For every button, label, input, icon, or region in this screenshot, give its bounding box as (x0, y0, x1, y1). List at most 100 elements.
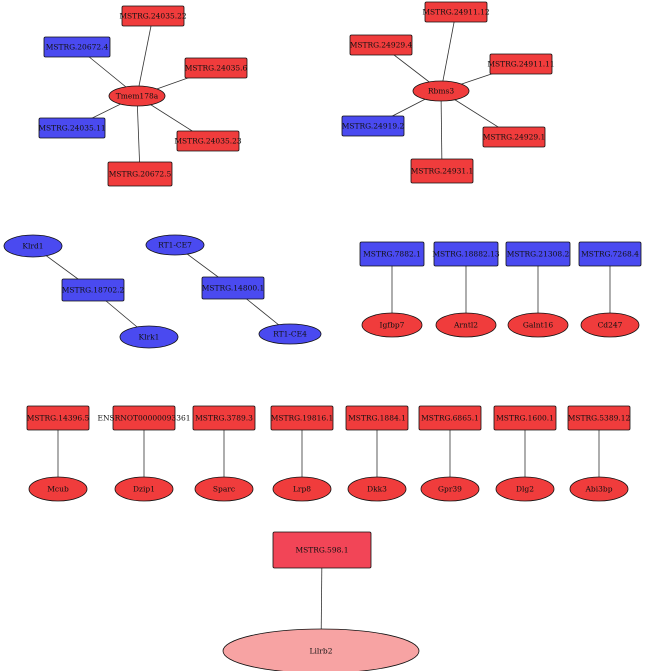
node-rect (38, 117, 106, 139)
gene-node[interactable]: Dzip1 (114, 476, 174, 502)
node-rect (424, 1, 488, 23)
node-label: MSTRG.5389.12 (568, 414, 631, 423)
lncrna-node[interactable]: MSTRG.20672.4 (43, 36, 111, 58)
gene-node[interactable]: Arntl2 (435, 312, 497, 338)
lncrna-node[interactable]: MSTRG.1600.1 (493, 405, 557, 431)
lncrna-node[interactable]: MSTRG.21308.2 (505, 241, 571, 267)
node-label: Rbms3 (428, 87, 454, 96)
node-label: Cd247 (598, 321, 623, 330)
gene-node[interactable]: Lilrb2 (222, 628, 420, 671)
node-label: MSTRG.1600.1 (496, 414, 554, 423)
node-rect (184, 57, 248, 79)
node-label: MSTRG.7882.1 (363, 250, 421, 259)
edge-n4-n1 (136, 15, 154, 97)
node-label: MSTRG.24035.22 (119, 12, 187, 21)
node-ellipse (495, 476, 555, 502)
gene-node[interactable]: Mcub (28, 476, 88, 502)
gene-node[interactable]: Galnt16 (507, 312, 569, 338)
node-rect (272, 531, 372, 569)
node-rect (493, 405, 557, 431)
node-label: Klrk1 (139, 333, 160, 342)
node-label: MSTRG.24929.1 (483, 133, 546, 142)
lncrna-node[interactable]: MSTRG.598.1 (272, 531, 372, 569)
node-label: MSTRG.24035.23 (174, 137, 242, 146)
node-label: MSTRG.24919.2 (342, 122, 405, 131)
gene-node[interactable]: Gpr39 (420, 476, 480, 502)
node-ellipse (569, 476, 629, 502)
node-ellipse (28, 476, 88, 502)
lncrna-node[interactable]: MSTRG.1884.1 (345, 405, 409, 431)
node-rect (61, 278, 125, 302)
lncrna-node[interactable]: MSTRG.7882.1 (359, 241, 425, 267)
edge-n11-n8 (440, 11, 457, 92)
lncrna-node[interactable]: MSTRG.24929.4 (349, 34, 413, 56)
node-rect (192, 405, 256, 431)
node-label: MSTRG.1884.1 (348, 414, 406, 423)
node-label: MSTRG.24911.11 (487, 60, 554, 69)
node-label: ENSRNOT00000093361 (97, 414, 190, 423)
node-label: MSTRG.21308.2 (507, 250, 570, 259)
lncrna-node[interactable]: MSTRG.24919.2 (341, 115, 405, 137)
lncrna-node[interactable]: MSTRG.24931.1 (410, 158, 474, 184)
node-label: MSTRG.598.1 (295, 546, 348, 555)
node-label: Dzip1 (133, 485, 155, 494)
node-label: RT1-CE7 (158, 241, 192, 250)
node-label: Mcub (47, 485, 69, 494)
gene-node[interactable]: Igfbp7 (361, 312, 423, 338)
node-rect (341, 115, 405, 137)
node-rect (345, 405, 409, 431)
node-ellipse (580, 312, 640, 338)
lncrna-node[interactable]: ENSRNOT00000093361 (97, 405, 191, 431)
node-rect (418, 405, 482, 431)
lncrna-node[interactable]: MSTRG.18702.2 (61, 278, 125, 302)
gene-node[interactable]: Cd247 (580, 312, 640, 338)
lncrna-node[interactable]: MSTRG.6865.1 (418, 405, 482, 431)
node-rect (410, 158, 474, 184)
gene-node[interactable]: Sparc (194, 476, 254, 502)
node-label: Tmem178a (116, 92, 159, 101)
gene-node[interactable]: Dkk3 (347, 476, 407, 502)
node-rect (482, 126, 546, 148)
lncrna-node[interactable]: MSTRG.7268.4 (578, 241, 642, 267)
lncrna-node[interactable]: MSTRG.24035.6 (184, 57, 248, 79)
lncrna-node[interactable]: MSTRG.24035.11 (38, 117, 106, 139)
gene-node[interactable]: RT1-CE7 (145, 234, 205, 256)
node-rect (43, 36, 111, 58)
lncrna-node[interactable]: MSTRG.20672.5 (107, 161, 173, 187)
node-label: Galnt16 (523, 321, 553, 330)
node-label: MSTRG.19816.1 (271, 414, 334, 423)
gene-node[interactable]: RT1-CE4 (258, 323, 322, 345)
gene-node[interactable]: Lrp8 (272, 476, 332, 502)
lncrna-node[interactable]: MSTRG.14396.5 (26, 405, 90, 431)
lncrna-node[interactable]: MSTRG.24035.23 (174, 130, 242, 152)
lncrna-node[interactable]: MSTRG.5389.12 (567, 405, 631, 431)
node-rect (505, 241, 571, 267)
node-label: MSTRG.7268.4 (581, 250, 639, 259)
gene-node[interactable]: Klrk1 (119, 325, 179, 349)
lncrna-node[interactable]: MSTRG.24035.22 (119, 5, 187, 27)
node-ellipse (412, 80, 470, 102)
node-label: Dkk3 (367, 485, 387, 494)
lncrna-node[interactable]: MSTRG.14800.1 (201, 276, 265, 300)
lncrna-node[interactable]: MSTRG.24929.1 (482, 126, 546, 148)
edge-n4-n7 (136, 95, 141, 175)
lncrna-node[interactable]: MSTRG.24911.11 (487, 53, 555, 75)
lncrna-node[interactable]: MSTRG.19816.1 (270, 405, 334, 431)
gene-node[interactable]: Rbms3 (412, 80, 470, 102)
node-label: MSTRG.6865.1 (421, 414, 479, 423)
node-rect (349, 34, 413, 56)
gene-node[interactable]: Klrd1 (3, 234, 63, 258)
lncrna-node[interactable]: MSTRG.18882.13 (432, 241, 500, 267)
lncrna-node[interactable]: MSTRG.24911.12 (422, 1, 490, 23)
node-ellipse (3, 234, 63, 258)
gene-node[interactable]: Tmem178a (108, 85, 166, 107)
node-label: MSTRG.18882.13 (432, 250, 500, 259)
node-label: Klrd1 (22, 242, 43, 251)
gene-node[interactable]: Dlg2 (495, 476, 555, 502)
node-rect (121, 5, 185, 27)
node-rect (26, 405, 90, 431)
node-rect (176, 130, 240, 152)
node-label: MSTRG.18702.2 (62, 286, 125, 295)
gene-node[interactable]: Abi3bp (569, 476, 629, 502)
lncrna-node[interactable]: MSTRG.3789.3 (192, 405, 256, 431)
